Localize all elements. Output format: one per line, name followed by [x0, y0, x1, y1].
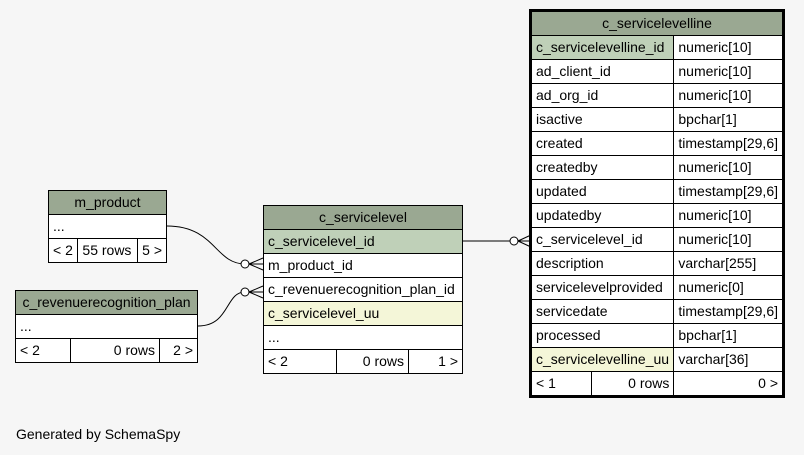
column-ellipsis: ...	[15, 314, 198, 339]
table-title[interactable]: m_product	[48, 190, 167, 215]
edge-revplan-crowfoot	[248, 285, 264, 299]
column-name: c_servicelevelline_id	[530, 35, 675, 60]
column-type: numeric[10]	[673, 83, 783, 108]
edge-m-product-crowfoot	[248, 257, 264, 271]
children-count: 1 >	[408, 349, 463, 374]
edge-revplan-optional-marker	[240, 287, 250, 297]
column-type: numeric[10]	[673, 35, 783, 60]
column-name: updatedby	[530, 203, 675, 228]
table-title[interactable]: c_servicelevel	[263, 205, 463, 230]
column-c-revenuerecognition-plan-id[interactable]: c_revenuerecognition_plan_id	[263, 277, 463, 302]
row-count: 0 rows	[336, 349, 409, 374]
column-c-servicelevel-id[interactable]: c_servicelevel_id	[263, 229, 463, 254]
row-count: 0 rows	[591, 371, 675, 396]
column-name: updated	[530, 179, 675, 204]
column-m-product-id[interactable]: m_product_id	[263, 253, 463, 278]
column-name: createdby	[530, 155, 675, 180]
column-type: timestamp[29,6]	[673, 131, 783, 156]
column-type: varchar[255]	[673, 251, 783, 276]
children-count: 2 >	[159, 338, 198, 363]
parents-count: < 2	[15, 338, 71, 363]
column-type: numeric[10]	[673, 227, 783, 252]
column-type: bpchar[1]	[673, 107, 783, 132]
table-servicelevelline[interactable]: c_servicelevelline c_servicelevelline_id…	[529, 9, 785, 398]
table-m-product[interactable]: m_product ... < 2 55 rows 5 >	[47, 190, 168, 263]
column-type: numeric[10]	[673, 59, 783, 84]
row-count: 55 rows	[77, 238, 138, 263]
column-type: numeric[10]	[673, 203, 783, 228]
parents-count: < 2	[47, 238, 79, 263]
parents-count: < 2	[263, 349, 337, 374]
column-type: timestamp[29,6]	[673, 299, 783, 324]
row-count: 0 rows	[70, 338, 160, 363]
column-name: servicelevelprovided	[530, 275, 675, 300]
column-c-servicelevel-uu[interactable]: c_servicelevel_uu	[263, 301, 463, 326]
children-count: 5 >	[136, 238, 168, 263]
column-type: timestamp[29,6]	[673, 179, 783, 204]
column-name: processed	[530, 323, 675, 348]
column-name: created	[530, 131, 675, 156]
column-name: c_servicelevel_id	[530, 227, 675, 252]
column-type: numeric[10]	[673, 155, 783, 180]
edge-revplan	[197, 291, 246, 327]
column-name: c_servicelevelline_uu	[530, 347, 675, 372]
column-name: ad_org_id	[530, 83, 675, 108]
column-name: isactive	[530, 107, 675, 132]
edge-servicelevel-crowfoot	[517, 234, 532, 248]
column-ellipsis: ...	[48, 214, 167, 239]
table-title[interactable]: c_servicelevelline	[531, 11, 783, 36]
table-revenuerecognition-plan[interactable]: c_revenuerecognition_plan ... < 2 0 rows…	[15, 290, 198, 363]
parents-count: < 1	[530, 371, 593, 396]
column-type: numeric[0]	[673, 275, 783, 300]
column-type: bpchar[1]	[673, 323, 783, 348]
column-name: description	[530, 251, 675, 276]
edge-m-product-optional-marker	[240, 259, 250, 269]
edge-servicelevel-optional-marker	[509, 236, 519, 246]
children-count: 0 >	[673, 371, 783, 396]
column-type: varchar[36]	[673, 347, 783, 372]
edge-m-product	[166, 225, 246, 265]
table-title[interactable]: c_revenuerecognition_plan	[15, 290, 198, 315]
generated-by-label: Generated by SchemaSpy	[16, 426, 181, 442]
table-servicelevel[interactable]: c_servicelevel c_servicelevel_id m_produ…	[263, 205, 463, 374]
column-name: servicedate	[530, 299, 675, 324]
column-ellipsis: ...	[263, 325, 463, 350]
column-name: ad_client_id	[530, 59, 675, 84]
